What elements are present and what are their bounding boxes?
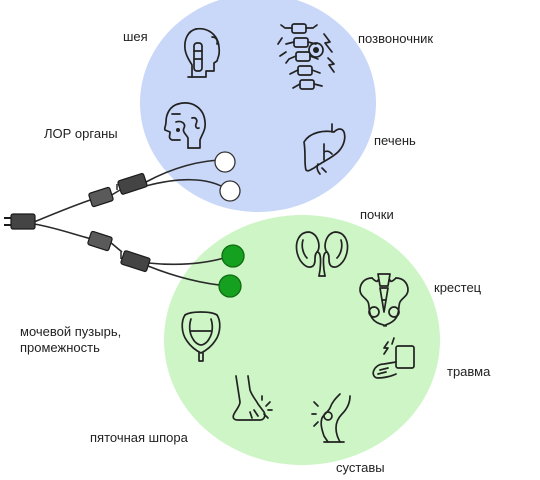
- sacrum-icon: [359, 273, 409, 327]
- spine-icon: [277, 23, 335, 90]
- liver-icon: [303, 123, 346, 175]
- upper-electrode-1: [214, 151, 236, 173]
- upper-zone-circle: [140, 0, 376, 212]
- neck-icon: [184, 27, 221, 78]
- label-heel-spur: пяточная шпора: [90, 430, 188, 445]
- label-joints: суставы: [336, 460, 385, 475]
- label-kidneys: почки: [360, 207, 394, 222]
- lower-electrode-1: [221, 244, 245, 268]
- upper-electrode-2: [219, 180, 241, 202]
- lower-electrode-2: [218, 274, 242, 298]
- joints-icon: [311, 393, 351, 443]
- kidneys-icon: [295, 231, 349, 277]
- plug-connector: [4, 213, 36, 230]
- trauma-icon: [372, 337, 415, 379]
- cable-adapter-lower: [87, 230, 151, 273]
- lower-zone-circle: [164, 215, 440, 465]
- label-bladder: мочевой пузырь, промежность: [20, 324, 122, 355]
- label-trauma: травма: [447, 364, 491, 379]
- heel-spur-icon: [232, 375, 273, 421]
- label-liver: печень: [374, 133, 416, 148]
- bladder-icon: [181, 311, 221, 362]
- label-neck: шея: [123, 29, 148, 44]
- label-spine: позвоночник: [358, 31, 434, 46]
- label-sacrum: крестец: [434, 280, 482, 295]
- ent-icon: [163, 102, 207, 149]
- label-ent: ЛОР органы: [44, 126, 118, 141]
- cable-adapter-upper: [88, 172, 148, 208]
